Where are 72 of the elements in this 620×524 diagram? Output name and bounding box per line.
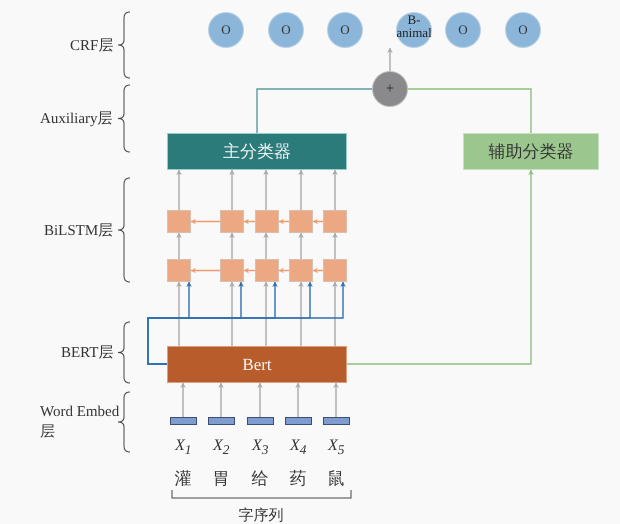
layer-label: Word Embed层 <box>40 403 120 442</box>
circle-node: O <box>505 12 541 48</box>
layer-label: BERT层 <box>61 344 114 362</box>
lstm-cell <box>220 210 244 233</box>
embedding-bar <box>170 417 197 425</box>
arrow <box>278 218 289 224</box>
arrow <box>332 281 338 346</box>
arrow <box>243 218 255 224</box>
circle-node: B-animal <box>396 12 432 48</box>
embedding-bar <box>285 417 312 425</box>
layer-label: CRF层 <box>70 36 114 54</box>
arrow <box>298 232 304 259</box>
circle-node: O <box>327 12 363 48</box>
arrow <box>312 268 323 274</box>
arrow <box>387 47 393 71</box>
plus-circle: + <box>372 71 408 107</box>
arrow <box>263 169 269 210</box>
arrow <box>229 232 235 259</box>
arrow <box>218 382 224 417</box>
arrow <box>263 232 269 259</box>
arrow <box>190 218 220 224</box>
arrow <box>332 232 338 259</box>
input-symbol: X$_{4}$ <box>290 436 306 458</box>
lstm-cell <box>289 210 313 233</box>
arrow <box>257 382 263 417</box>
circle-node: O <box>445 12 481 48</box>
lstm-cell <box>220 259 244 282</box>
lstm-cell <box>323 210 347 233</box>
circle-node: O <box>268 12 304 48</box>
arrow <box>263 281 269 346</box>
arrow <box>176 169 182 210</box>
arrow <box>333 382 339 417</box>
arrow <box>229 281 235 346</box>
input-symbol: X$_{1}$ <box>175 436 192 458</box>
layer-label: BiLSTM层 <box>44 222 114 240</box>
arrow <box>180 382 186 417</box>
character-label: 鼠 <box>328 468 344 490</box>
character-label: 胃 <box>212 468 230 490</box>
arrow <box>190 268 220 274</box>
input-symbol: X$_{2}$ <box>213 436 230 458</box>
lstm-cell <box>167 210 191 233</box>
input-symbol: X$_{5}$ <box>328 436 344 458</box>
arrow <box>147 281 346 365</box>
sequence-label: 字序列 <box>238 506 284 524</box>
auxiliary-classifier-box: 辅助分类器 <box>463 133 599 170</box>
circle-node: O <box>208 12 244 48</box>
character-label: 药 <box>290 468 306 490</box>
embedding-bar <box>208 417 235 425</box>
arrow <box>347 169 534 365</box>
arrow <box>312 218 323 224</box>
embedding-bar <box>247 417 274 425</box>
character-label: 给 <box>252 468 268 490</box>
arrow <box>176 232 182 259</box>
character-label: 灌 <box>174 468 192 490</box>
arrow <box>295 382 301 417</box>
lstm-cell <box>323 259 347 282</box>
arrow <box>298 169 304 210</box>
layer-label: Auxiliary层 <box>40 110 112 128</box>
bert-box: Bert <box>167 346 347 383</box>
embedding-bar <box>323 417 350 425</box>
lstm-cell <box>167 259 191 282</box>
lstm-cell <box>255 259 279 282</box>
input-symbol: X$_{3}$ <box>252 436 268 458</box>
arrow <box>243 268 255 274</box>
lstm-cell <box>255 210 279 233</box>
arrow <box>176 281 182 346</box>
arrow <box>298 281 304 346</box>
arrow <box>229 169 235 210</box>
main-classifier-box: 主分类器 <box>167 133 347 170</box>
arrow <box>332 169 338 210</box>
lstm-cell <box>289 259 313 282</box>
arrow <box>278 268 289 274</box>
